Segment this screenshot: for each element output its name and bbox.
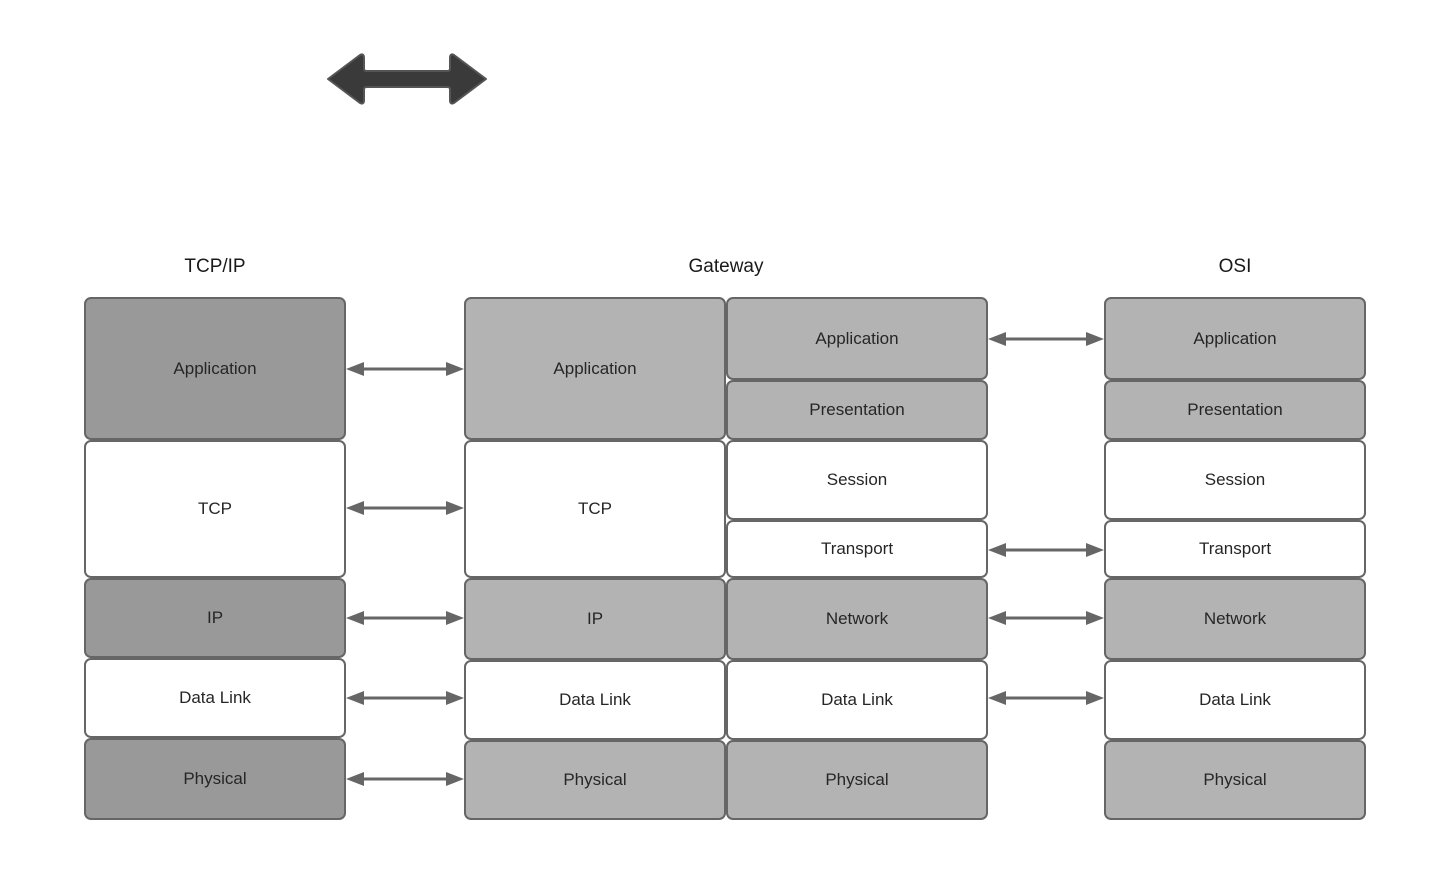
connector-application-tcpip-gateway bbox=[346, 359, 464, 379]
layer-osi-data-link[interactable]: Data Link bbox=[1104, 660, 1366, 740]
layer-gateway-right-network[interactable]: Network bbox=[726, 578, 988, 660]
layer-gateway-right-application[interactable]: Application bbox=[726, 297, 988, 380]
layer-tcpip-data-link[interactable]: Data Link bbox=[84, 658, 346, 738]
column-heading-gateway: Gateway bbox=[688, 256, 764, 277]
layer-osi-transport[interactable]: Transport bbox=[1104, 520, 1366, 578]
layer-osi-application[interactable]: Application bbox=[1104, 297, 1366, 380]
layer-tcpip-tcp[interactable]: TCP bbox=[84, 440, 346, 578]
connector-data-link-gateway-osi bbox=[988, 688, 1104, 708]
layer-gateway-left-physical[interactable]: Physical bbox=[464, 740, 726, 820]
layer-gateway-right-transport[interactable]: Transport bbox=[726, 520, 988, 578]
column-heading-tcpip: TCP/IP bbox=[184, 256, 246, 277]
connector-tcp-tcpip-gateway bbox=[346, 498, 464, 518]
connector-physical-tcpip-gateway bbox=[346, 769, 464, 789]
connector-transport-gateway-osi bbox=[988, 540, 1104, 560]
layer-gateway-right-data-link[interactable]: Data Link bbox=[726, 660, 988, 740]
connector-application-gateway-osi bbox=[988, 329, 1104, 349]
layer-gateway-left-application[interactable]: Application bbox=[464, 297, 726, 440]
layer-gateway-left-data-link[interactable]: Data Link bbox=[464, 660, 726, 740]
layer-osi-session[interactable]: Session bbox=[1104, 440, 1366, 520]
layer-osi-presentation[interactable]: Presentation bbox=[1104, 380, 1366, 440]
layer-osi-network[interactable]: Network bbox=[1104, 578, 1366, 660]
layer-gateway-left-ip[interactable]: IP bbox=[464, 578, 726, 660]
layer-gateway-right-physical[interactable]: Physical bbox=[726, 740, 988, 820]
column-heading-osi: OSI bbox=[1218, 256, 1252, 277]
layer-gateway-left-tcp[interactable]: TCP bbox=[464, 440, 726, 578]
layer-osi-physical[interactable]: Physical bbox=[1104, 740, 1366, 820]
layer-tcpip-physical[interactable]: Physical bbox=[84, 738, 346, 820]
connector-data-link-tcpip-gateway bbox=[346, 688, 464, 708]
layer-tcpip-ip[interactable]: IP bbox=[84, 578, 346, 658]
bidirectional-block-arrow bbox=[324, 52, 490, 106]
connector-ip-tcpip-gateway bbox=[346, 608, 464, 628]
connector-network-gateway-osi bbox=[988, 608, 1104, 628]
layer-gateway-right-presentation[interactable]: Presentation bbox=[726, 380, 988, 440]
layer-gateway-right-session[interactable]: Session bbox=[726, 440, 988, 520]
layer-tcpip-application[interactable]: Application bbox=[84, 297, 346, 440]
